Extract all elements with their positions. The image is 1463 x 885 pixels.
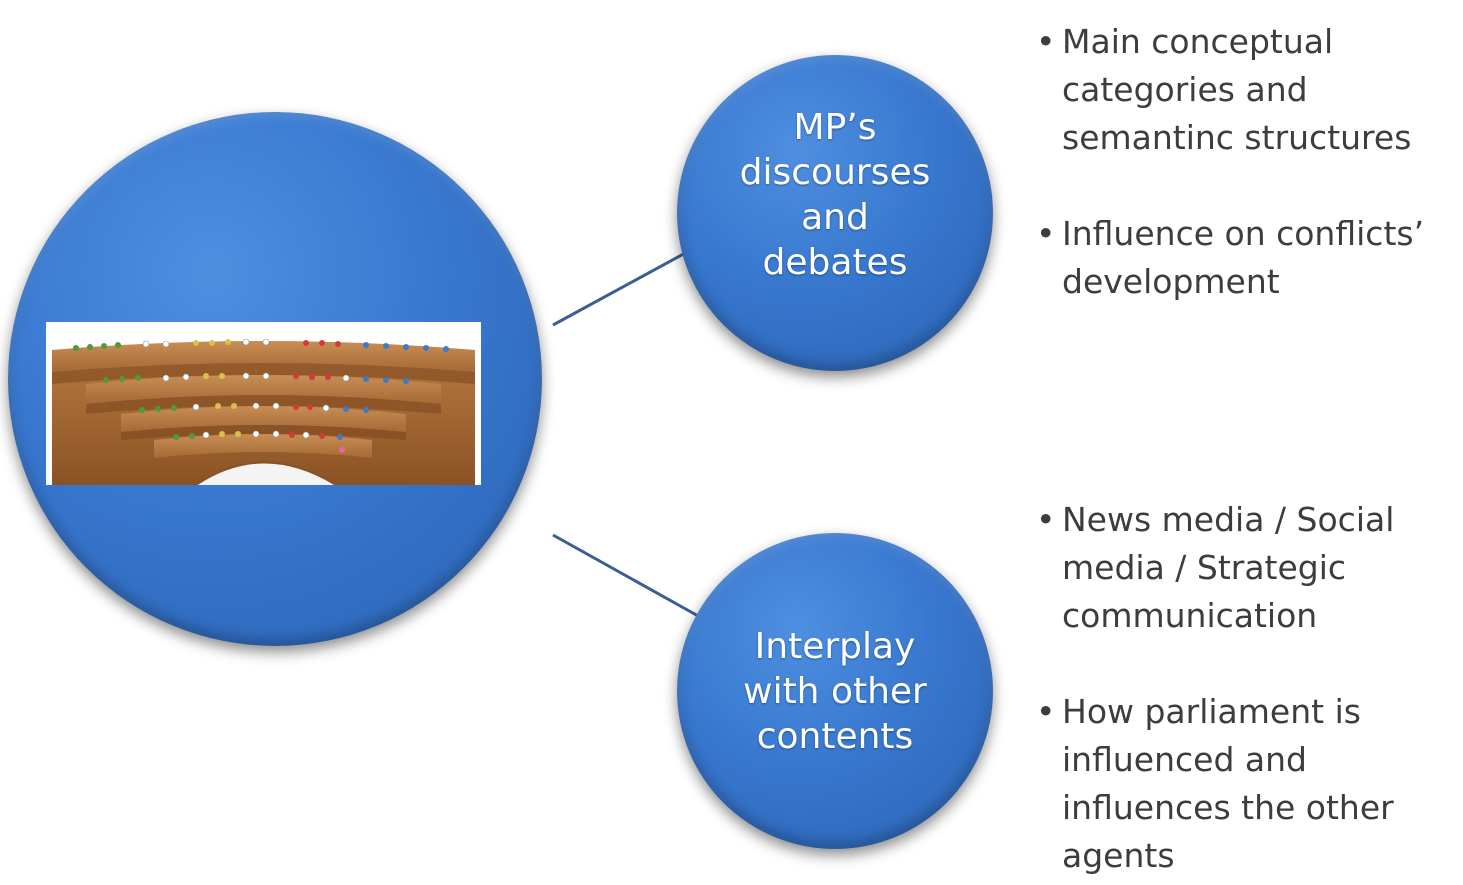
connector-top <box>552 243 701 327</box>
bullet-item: How parliament is influenced and influen… <box>1034 688 1463 880</box>
bullet-list-top: Main conceptual categories and semantinc… <box>1034 18 1463 306</box>
bullet-item: Influence on conflicts’ development <box>1034 210 1463 306</box>
node-mps-discourses: MP’s discourses and debates <box>677 55 993 371</box>
node-interplay: Interplay with other contents <box>677 533 993 849</box>
bullet-item: News media / Social media / Strategic co… <box>1034 496 1463 640</box>
connector-bottom <box>552 533 701 619</box>
node-label-bottom: Interplay with other contents <box>743 625 927 757</box>
parliament-hemicycle-icon <box>46 322 481 485</box>
node-label-top: MP’s discourses and debates <box>739 107 931 283</box>
bullet-item: Main conceptual categories and semantinc… <box>1034 18 1463 162</box>
bullet-list-bottom: News media / Social media / Strategic co… <box>1034 496 1463 880</box>
